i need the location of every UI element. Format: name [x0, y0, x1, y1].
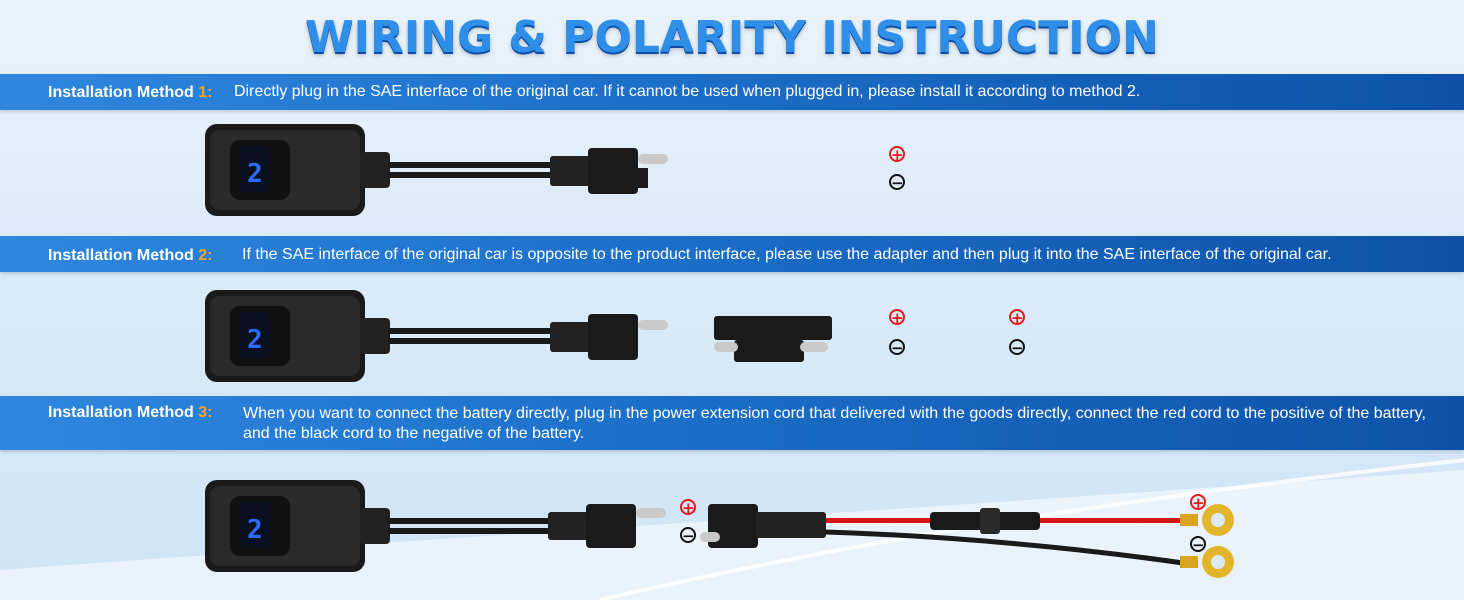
- voltmeter-plug-icon: 2: [205, 290, 390, 382]
- method-2-number: 2:: [198, 247, 213, 264]
- method-1-label: Installation Method 1:: [48, 84, 213, 101]
- positive-symbol: +: [889, 309, 905, 327]
- method-3-label: Installation Method 3:: [48, 404, 213, 421]
- wires: [1040, 518, 1188, 523]
- sae-connector-icon: [700, 504, 826, 548]
- positive-symbol: +: [1190, 494, 1206, 512]
- ring-terminal-icon: [1180, 504, 1234, 536]
- positive-symbol: +: [680, 499, 696, 517]
- negative-symbol: −: [680, 527, 696, 545]
- method-1-diagram: 2: [205, 124, 668, 216]
- ring-terminal-icon: [1180, 546, 1234, 578]
- sae-connector-icon: [548, 504, 666, 548]
- method-1-text: Directly plug in the SAE interface of th…: [234, 83, 1141, 100]
- cable: [388, 162, 558, 178]
- svg-text:2: 2: [247, 515, 263, 545]
- sae-adapter-icon: [714, 316, 832, 362]
- svg-text:2: 2: [247, 159, 263, 189]
- method-3-number: 3:: [198, 404, 213, 421]
- negative-symbol: −: [889, 174, 905, 192]
- method-2-text: If the SAE interface of the original car…: [242, 246, 1332, 263]
- method-1-number: 1:: [198, 84, 213, 101]
- method-3-diagram: 2: [205, 480, 1234, 578]
- page-title: WIRING & POLARITY INSTRUCTION: [305, 12, 1159, 63]
- cable: [388, 518, 548, 534]
- method-2-band: Installation Method 2: If the SAE interf…: [0, 236, 1464, 272]
- positive-symbol: +: [889, 146, 905, 164]
- method-2-diagram: 2: [205, 290, 832, 382]
- voltmeter-plug-icon: 2: [205, 480, 390, 572]
- sae-connector-icon: [550, 148, 668, 194]
- fuse-holder-icon: [930, 508, 1040, 534]
- negative-symbol: −: [1009, 339, 1025, 357]
- method-3-band: Installation Method 3: When you want to …: [0, 396, 1464, 450]
- negative-symbol: −: [889, 339, 905, 357]
- positive-symbol: +: [1009, 309, 1025, 327]
- method-3-text: When you want to connect the battery dir…: [243, 405, 1426, 442]
- negative-symbol: −: [1190, 536, 1206, 554]
- sae-connector-icon: [550, 314, 668, 360]
- cable: [388, 328, 558, 344]
- method-2-label: Installation Method 2:: [48, 247, 213, 264]
- svg-text:2: 2: [247, 325, 263, 355]
- voltmeter-plug-icon: 2: [205, 124, 390, 216]
- wires: [825, 518, 1191, 567]
- method-1-band: Installation Method 1: Directly plug in …: [0, 74, 1464, 110]
